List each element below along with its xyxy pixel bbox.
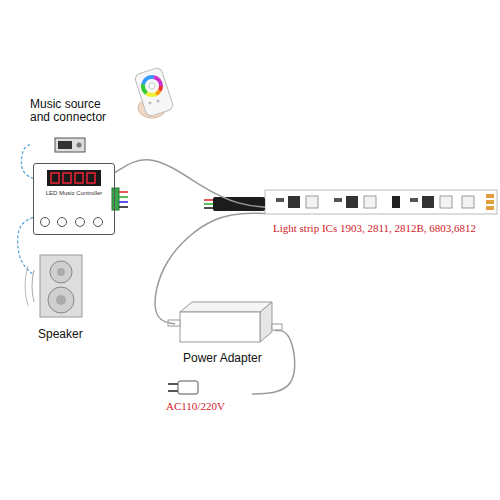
plug-prong (168, 390, 178, 392)
color-wheel (143, 77, 161, 95)
ic-chip (422, 196, 434, 208)
ic-chip (346, 196, 358, 208)
woofer-cap (56, 295, 66, 305)
wire-green (119, 196, 128, 198)
light-strip (265, 190, 497, 214)
controller-button (58, 218, 67, 227)
wire-black (119, 206, 128, 208)
music-source: Music source and connector (30, 98, 114, 156)
device-front (58, 141, 72, 149)
mains-plug (168, 381, 198, 394)
remote-control (134, 67, 174, 118)
cable-boot (168, 320, 180, 326)
adapter-front (180, 312, 260, 342)
adapter-side (260, 302, 272, 342)
wire-black (204, 207, 214, 209)
cable (21, 145, 33, 179)
remote-button (149, 102, 152, 105)
cable (115, 160, 265, 207)
led (306, 196, 318, 208)
display-digit (87, 173, 95, 183)
controller-button (94, 218, 103, 227)
strip-body (265, 190, 497, 214)
speaker-icon (25, 255, 82, 317)
music-source-device (55, 138, 85, 152)
sound-wave (32, 270, 34, 302)
wire-red (204, 199, 214, 201)
controller-box: LED Music Controller (33, 163, 115, 235)
ic-chip (288, 196, 300, 208)
wire-green (204, 203, 214, 205)
solder-pad (486, 194, 494, 198)
device-body (55, 138, 85, 152)
plug-body (178, 381, 198, 394)
tweeter (50, 261, 72, 283)
strip-connector (204, 197, 265, 211)
controller-button (41, 218, 50, 227)
resistor (276, 198, 284, 202)
controller-button (76, 218, 85, 227)
solder-pad (486, 206, 494, 210)
node-label: Music source and connector (30, 98, 114, 124)
solder-pad (486, 200, 494, 204)
terminal-block (112, 188, 119, 210)
display-digit (63, 173, 71, 183)
display-digit (51, 173, 59, 183)
node-label: LED Music Controller (36, 190, 112, 197)
node-label: Speaker (38, 328, 94, 341)
connector-body (213, 197, 265, 211)
cable (18, 217, 34, 275)
led (462, 196, 474, 208)
cable-boot (272, 324, 282, 330)
power-adapter: Power Adapter (175, 296, 275, 368)
color-wheel (143, 77, 161, 95)
speaker: Speaker (34, 252, 90, 344)
node-label: Power Adapter (183, 352, 275, 365)
remote-button (149, 83, 155, 89)
resistor (410, 198, 418, 202)
wire-red (119, 191, 128, 193)
jack (77, 143, 82, 148)
led-display (47, 170, 101, 186)
resistor (334, 198, 342, 202)
cable (155, 213, 265, 324)
remote-body (134, 67, 174, 117)
speaker-cabinet (40, 255, 82, 317)
sound-wave (25, 266, 28, 306)
display-digit (75, 173, 83, 183)
led (440, 196, 452, 208)
cut-mark (392, 196, 400, 208)
node-label: Light strip ICs 1903, 2811, 2812B, 6803,… (273, 222, 497, 235)
led (364, 196, 376, 208)
power-adapter-box (168, 302, 282, 342)
color-wheel (143, 77, 161, 95)
color-wheel (143, 77, 161, 95)
node-label: AC110/220V (166, 400, 252, 413)
mains-plug: AC110/220V (160, 376, 252, 416)
light-strip: Light strip ICs 1903, 2811, 2812B, 6803,… (265, 188, 497, 246)
plug-prong (168, 383, 178, 385)
remote-button (157, 100, 160, 103)
wire-blue (119, 201, 128, 203)
color-wheel (143, 77, 161, 95)
color-wheel (143, 77, 161, 95)
tweeter-cap (57, 268, 65, 276)
woofer (48, 287, 74, 313)
adapter-top (180, 302, 272, 312)
